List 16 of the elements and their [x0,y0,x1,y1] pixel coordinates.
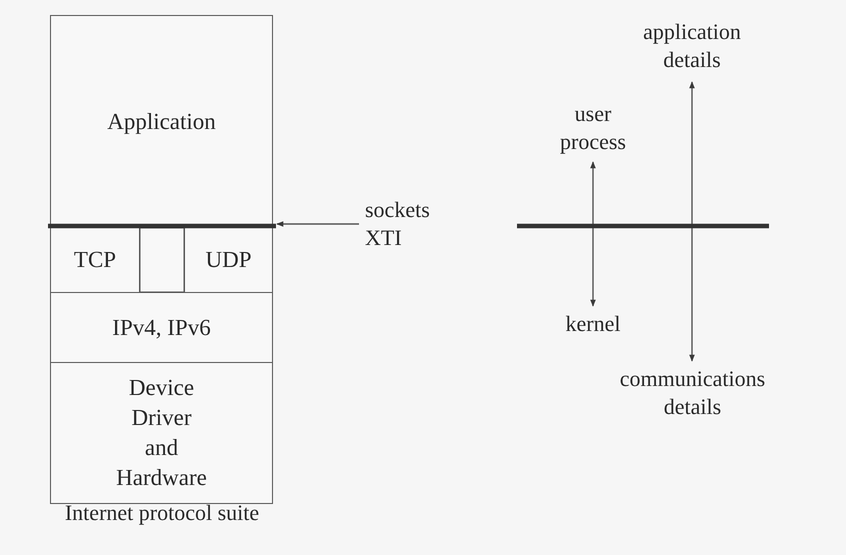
protocol-layer-box [50,362,273,504]
text-label: sockets XTI [365,196,435,251]
text-label: kernel [548,310,638,338]
layer-label: UDP [205,246,252,274]
layer-label: Device Driver and Hardware [115,374,208,492]
layer-label: TCP [74,246,116,274]
text-label: application details [612,18,772,73]
arrow [276,221,359,227]
layer-label: Application [107,108,216,136]
arrow [590,161,596,307]
caption-label: Internet protocol suite [64,500,260,526]
protocol-layer-box [50,292,273,363]
arrow [689,81,695,362]
text-label: communications details [600,365,785,420]
layer-label: IPv4, IPv6 [112,314,211,342]
text-label: user process [548,100,638,155]
